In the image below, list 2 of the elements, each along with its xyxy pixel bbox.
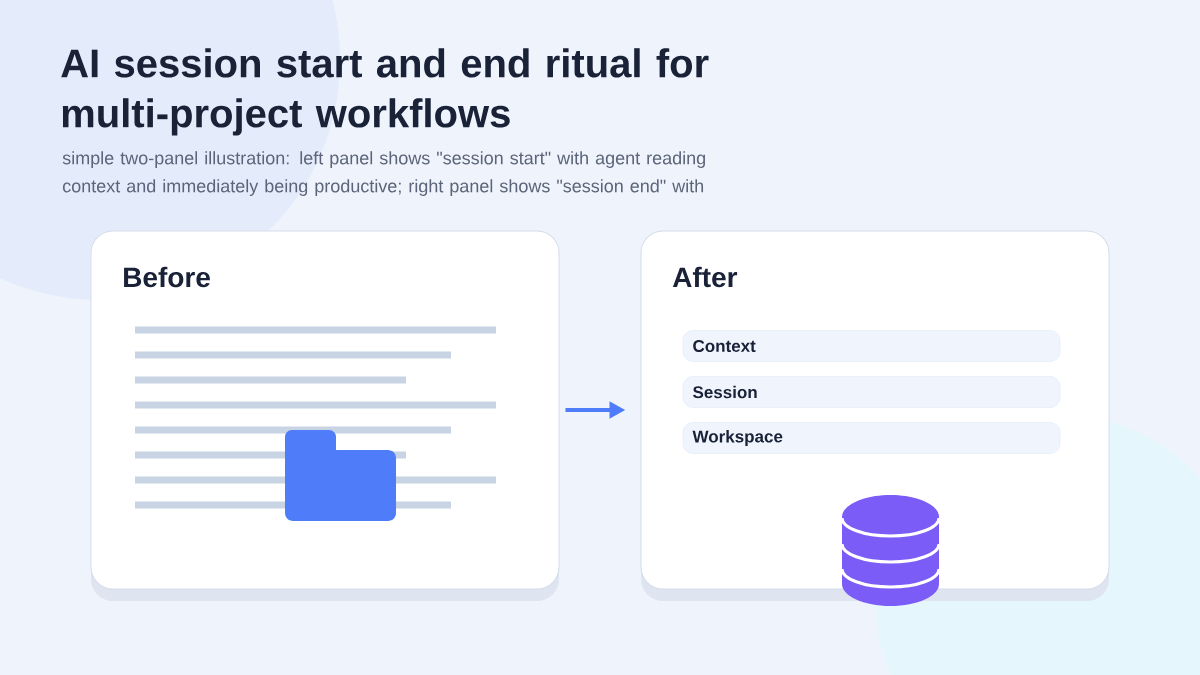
subtitle: simple two-panel illustration: left panel shows "session start" with agent reading context and immediately being productive; right panel shows "session end" with bbox=[62, 151, 705, 196]
title: AI session start and end ritual for multi-project workflows bbox=[61, 48, 709, 136]
